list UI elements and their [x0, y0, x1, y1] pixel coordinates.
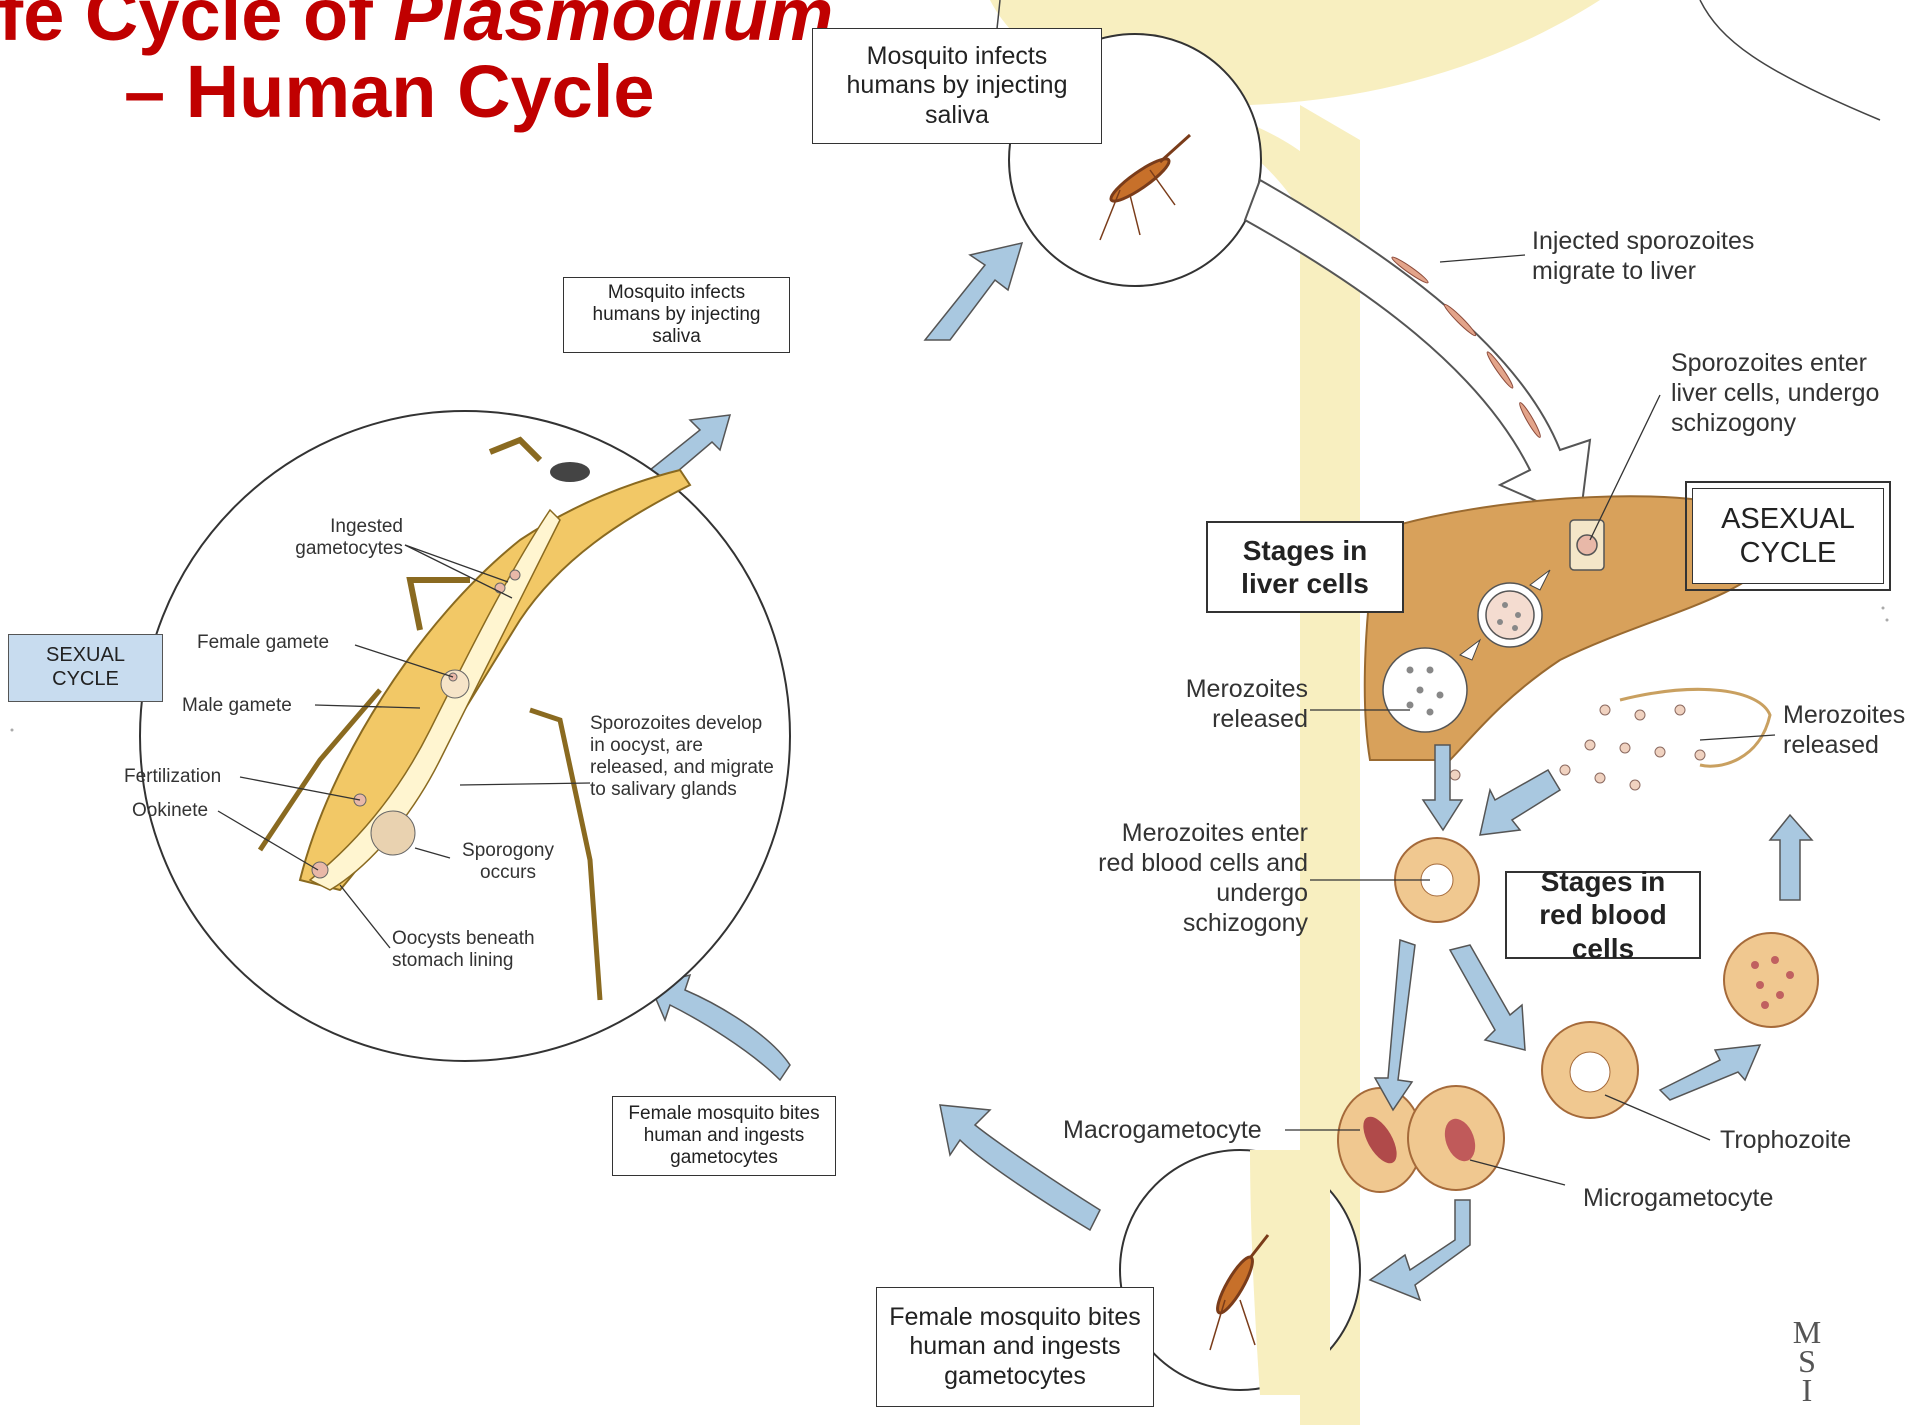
box-female-bites-bottom: Female mosquito bites human and ingests …: [876, 1287, 1154, 1407]
shoulder-line: [1700, 0, 1880, 120]
title-line1-italic: Plasmodium: [393, 0, 833, 56]
box-female-bites-left: Female mosquito bites human and ingests …: [612, 1096, 836, 1176]
rbc-schizont: [1724, 933, 1818, 1027]
label-injected-sporozoites: Injected sporozoites migrate to liver: [1532, 226, 1792, 286]
box-mosquito-infects-top: Mosquito infects humans by injecting sal…: [812, 28, 1102, 144]
label-merozoites-released-right: Merozoites released: [1783, 700, 1923, 760]
label-merozoites-enter-rbc: Merozoites enter red blood cells and und…: [1090, 818, 1308, 938]
label-sporozoites-develop: Sporozoites develop in oocyst, are relea…: [590, 713, 780, 801]
label-oocysts: Oocysts beneath stomach lining: [392, 928, 567, 972]
label-microgametocyte: Microgametocyte: [1583, 1183, 1773, 1213]
page-title: ife Cycle of Plasmodium: [0, 0, 833, 52]
box-stages-red-blood-cells: Stages in red blood cells: [1505, 871, 1701, 959]
title-line1-prefix: ife Cycle of: [0, 0, 393, 56]
box-asexual-cycle: ASEXUAL CYCLE: [1692, 488, 1884, 584]
label-ookinete: Ookinete: [132, 800, 208, 822]
label-trophozoite: Trophozoite: [1720, 1125, 1851, 1155]
label-sporogony: Sporogony occurs: [453, 840, 563, 884]
box-mosquito-infects-left: Mosquito infects humans by injecting sal…: [563, 277, 790, 353]
label-male-gamete: Male gamete: [182, 695, 292, 717]
label-ingested-gametocytes: Ingested gametocytes: [268, 516, 403, 560]
label-female-gamete: Female gamete: [197, 632, 329, 654]
label-merozoites-released-left: Merozoites released: [1168, 674, 1308, 734]
page-subtitle: – Human Cycle: [124, 55, 655, 129]
label-fertilization: Fertilization: [124, 766, 221, 788]
box-sexual-cycle: SEXUAL CYCLE: [8, 634, 163, 702]
box-stages-liver-cells: Stages in liver cells: [1206, 521, 1404, 613]
label-sporozoites-enter-liver: Sporozoites enter liver cells, undergo s…: [1671, 348, 1916, 438]
label-macrogametocyte: Macrogametocyte: [1063, 1115, 1262, 1145]
